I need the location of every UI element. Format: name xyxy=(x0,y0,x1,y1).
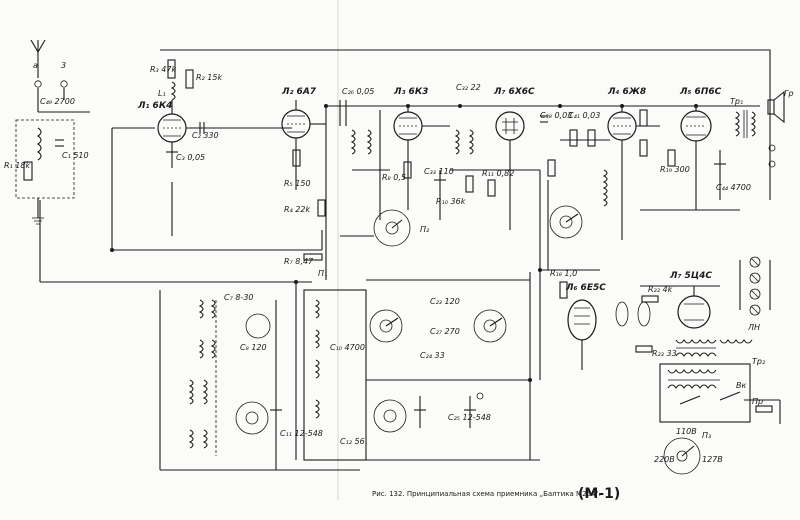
tube-l7a-label: Л₇ 6Х6С xyxy=(493,87,535,97)
voltage-127: 127В xyxy=(702,455,723,464)
oscillator-section: C₁₀ 4700 C₁₂ 56 C₂₃ 120 C₂₇ 270 C₂₄ 33 C… xyxy=(303,272,540,461)
input-cap-c49: C₄₉ 2700 xyxy=(40,97,75,106)
comp-r2: R₂ 15k xyxy=(196,73,222,82)
tube-l3-label: Л₃ 6К3 xyxy=(393,87,428,97)
tube-l4: Л₄ 6Ж8 xyxy=(602,87,660,240)
comp-c3: C₃ 0,05 xyxy=(176,153,205,162)
input-coil-shield xyxy=(15,119,75,199)
figure-caption: Рис. 132. Принципиальная схема приемника… xyxy=(372,490,601,498)
comp-r22: R₂₂ 4k xyxy=(648,285,673,294)
junctions xyxy=(110,104,698,382)
output-stage: Тр₁ Гр xyxy=(730,89,794,200)
power-supply: Л₇ 5Ц4С R₂₂ 4k R₂₃ 33 Тр₂ Вк Пр xyxy=(615,271,781,424)
tube-l3: Л₃ 6К3 R₈ 0,5 xyxy=(382,87,450,210)
top-bus xyxy=(160,49,771,110)
switch-vk: Вк xyxy=(736,381,746,390)
tube-l1: Л₁ 6К4 R₃ 47k R₂ 15k L₁ C₂ 330 C₃ 0,05 xyxy=(111,59,322,251)
comp-r8: R₈ 0,5 xyxy=(382,173,406,182)
comp-c8: C₈ 120 xyxy=(240,343,267,352)
tube-detector: C₃₂ 22 Л₇ 6Х6С C₃₃ 110 R₁₀ 36k R₁₁ 0,82 xyxy=(424,83,560,230)
comp-tr2: Тр₂ xyxy=(752,357,766,366)
tube-rectifier-label: Л₇ 5Ц4С xyxy=(669,271,712,281)
rf-band-section: C₇ 8-30 C₈ 120 C₁₁ 12-548 xyxy=(159,282,360,471)
comp-c12: C₁₂ 56 xyxy=(340,437,365,446)
antenna-input: a 3 C₄₉ 2700 R₁ 18k C₁ 510 xyxy=(4,39,312,283)
comp-r18: R₁₈ 1,0 xyxy=(550,269,577,278)
figure-badge: (М-1) xyxy=(578,486,620,502)
input-r1: R₁ 18k xyxy=(4,161,30,170)
tube-l5: Л₅ 6П6С R₁₉ 300 C₄₄ 4700 xyxy=(640,87,751,211)
tube-l5-label: Л₅ 6П6С xyxy=(679,87,722,97)
comp-c41: C₄₁ 0,03 xyxy=(568,111,600,120)
switch-p2: П₂ xyxy=(420,225,430,234)
audio-section: C₃₈ 0,03 C₄₁ 0,03 xyxy=(539,105,760,380)
comp-r7: R₇ 8,47 xyxy=(284,257,314,266)
tube-l4-label: Л₄ 6Ж8 xyxy=(607,87,646,97)
comp-r4: R₄ 22k xyxy=(284,205,310,214)
tube-l2: Л₂ 6А7 R₅ 150 R₄ 22k R₇ 8,47 П₁ xyxy=(281,87,327,280)
terminal-label-3: 3 xyxy=(61,61,66,70)
lamps-label: ЛН xyxy=(747,323,760,332)
comp-c27: C₂₇ 270 xyxy=(430,327,460,336)
comp-c24: C₂₄ 33 xyxy=(420,351,445,360)
comp-r19: R₁₉ 300 xyxy=(660,165,690,174)
comp-c7: C₇ 8-30 xyxy=(224,293,254,302)
comp-c26: C₂₆ 0,05 xyxy=(342,87,374,96)
voltage-110: 110В xyxy=(676,427,697,436)
comp-c38: C₃₈ 0,03 xyxy=(540,111,572,120)
tuning-indicator: Л₆ 6Е5С R₁₈ 1,0 xyxy=(540,269,606,370)
tube-l2-label: Л₂ 6А7 xyxy=(281,87,317,97)
switch-p2-wafer: П₂ xyxy=(340,209,430,247)
comp-c10: C₁₀ 4700 xyxy=(330,343,365,352)
switch-p1: П₁ xyxy=(318,269,327,278)
comp-r23: R₂₃ 33 xyxy=(652,349,677,358)
comp-c23: C₂₃ 120 xyxy=(430,297,460,306)
input-c1: C₁ 510 xyxy=(62,151,89,160)
comp-tr1: Тр₁ xyxy=(730,97,743,106)
voltage-220: 220В xyxy=(654,455,675,464)
tube-indicator-label: Л₆ 6Е5С xyxy=(565,283,606,293)
tube-l1-label: Л₁ 6К4 xyxy=(137,101,172,111)
comp-c11: C₁₁ 12-548 xyxy=(280,429,323,438)
comp-c33: C₃₃ 110 xyxy=(424,167,454,176)
comp-r3: R₃ 47k xyxy=(150,65,176,74)
voltage-selector: П₃ 110В 127В 220В xyxy=(654,427,723,475)
if-section: C₂₆ 0,05 xyxy=(326,87,460,220)
comp-l1: L₁ xyxy=(158,89,166,98)
pilot-lamps: ЛН xyxy=(739,256,771,332)
comp-c2: C₂ 330 xyxy=(192,131,219,140)
comp-r11: R₁₁ 0,82 xyxy=(482,169,514,178)
comp-c25: C₂₅ 12-548 xyxy=(448,413,491,422)
ground-symbol xyxy=(32,217,44,225)
fuse-pr: Пр xyxy=(752,397,763,406)
comp-r10: R₁₀ 36k xyxy=(436,197,466,206)
comp-c44: C₄₄ 4700 xyxy=(716,183,751,192)
voltage-selector-label: П₃ xyxy=(702,431,711,440)
comp-r5: R₅ 150 xyxy=(284,179,311,188)
comp-c32: C₃₂ 22 xyxy=(456,83,481,92)
antenna-label-a: a xyxy=(33,61,38,70)
speaker-label: Гр xyxy=(784,89,794,98)
